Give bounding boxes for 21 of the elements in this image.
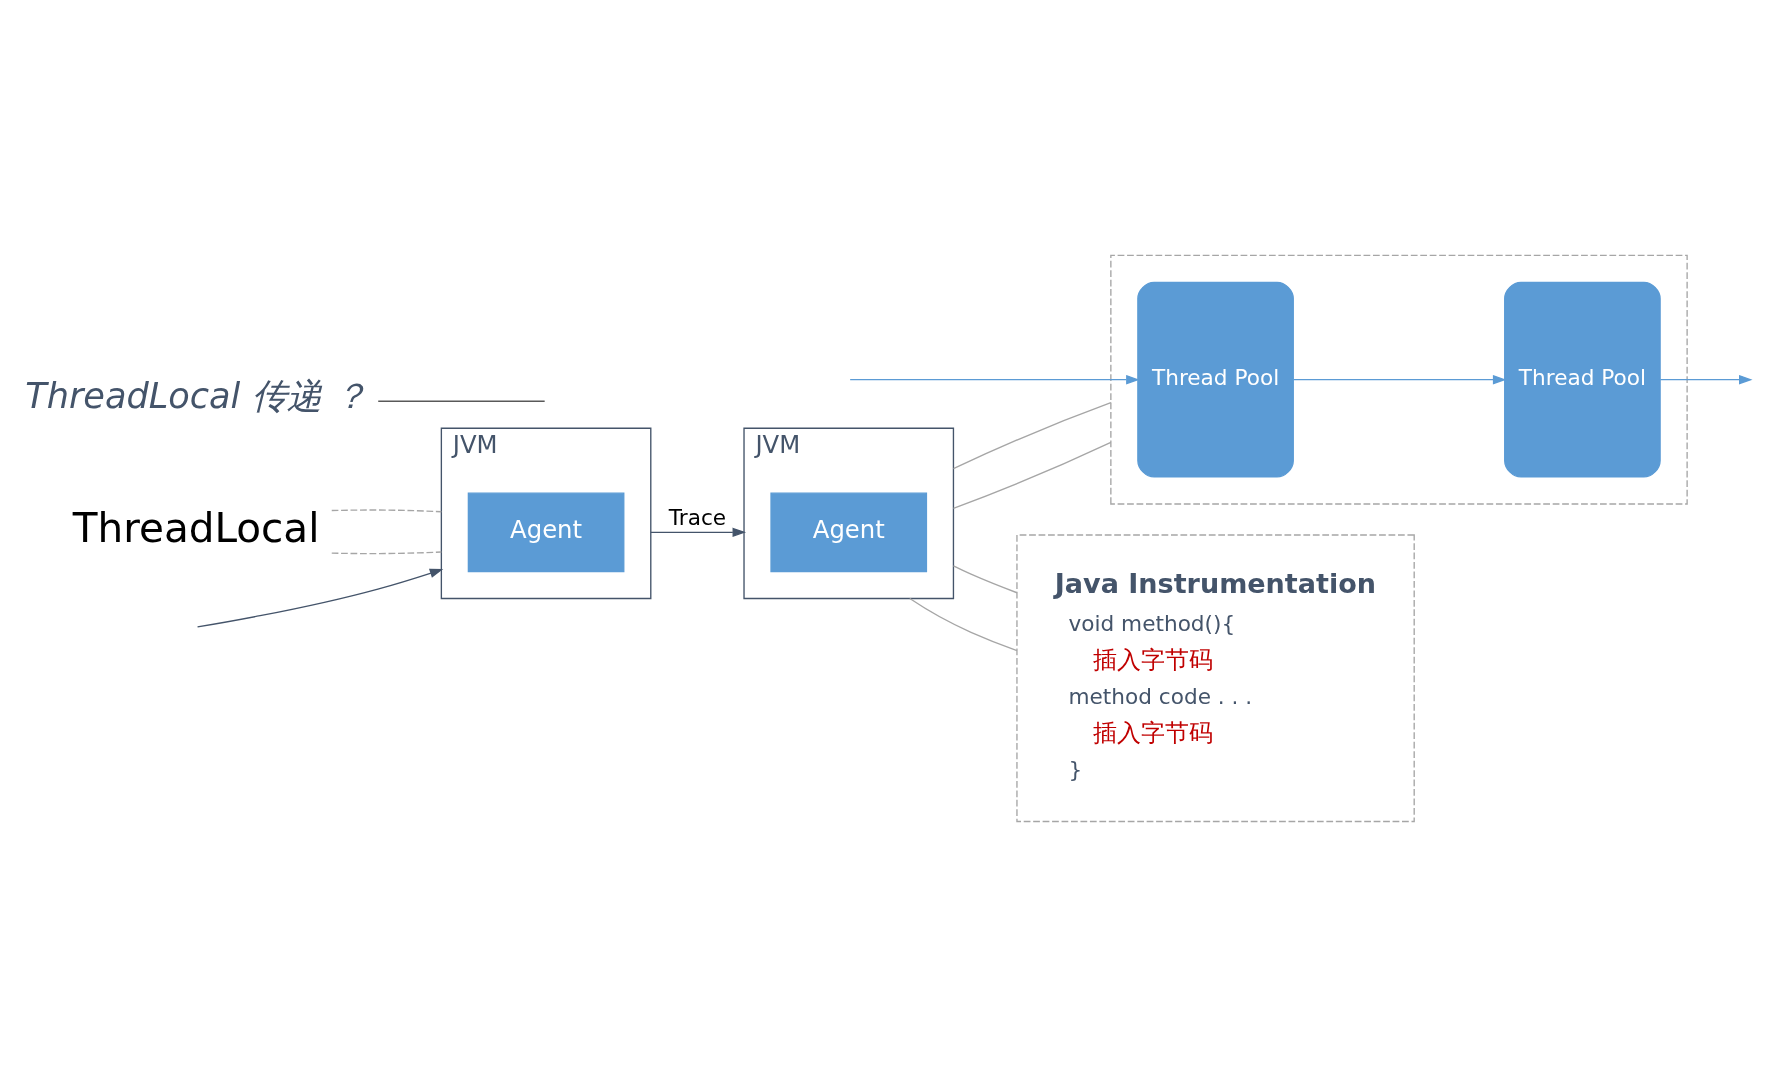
connector <box>952 441 1112 510</box>
node-text: ThreadLocal <box>72 504 319 553</box>
node-text: ThreadLocal 传递 ？ <box>24 375 368 417</box>
connector <box>952 402 1112 470</box>
cluster <box>1109 254 1688 505</box>
arrow <box>196 568 443 628</box>
connector <box>377 400 545 402</box>
node-box: Thread Pool <box>1136 281 1294 478</box>
node-box: Thread Pool <box>1503 281 1661 478</box>
connector <box>908 597 1018 652</box>
connector <box>952 565 1018 594</box>
node-box: Agent <box>467 492 624 573</box>
arrow <box>1659 374 1753 385</box>
connector <box>330 551 442 555</box>
edge-label: Trace <box>668 505 726 531</box>
arrow <box>848 374 1140 385</box>
node-box: Java Instrumentation void method(){ 插入字节码 method code . . . 插入字节码 } <box>1015 534 1415 823</box>
connector <box>330 509 442 513</box>
arrow <box>649 527 746 538</box>
arrow <box>1292 374 1506 385</box>
node-box: Agent <box>769 492 927 573</box>
